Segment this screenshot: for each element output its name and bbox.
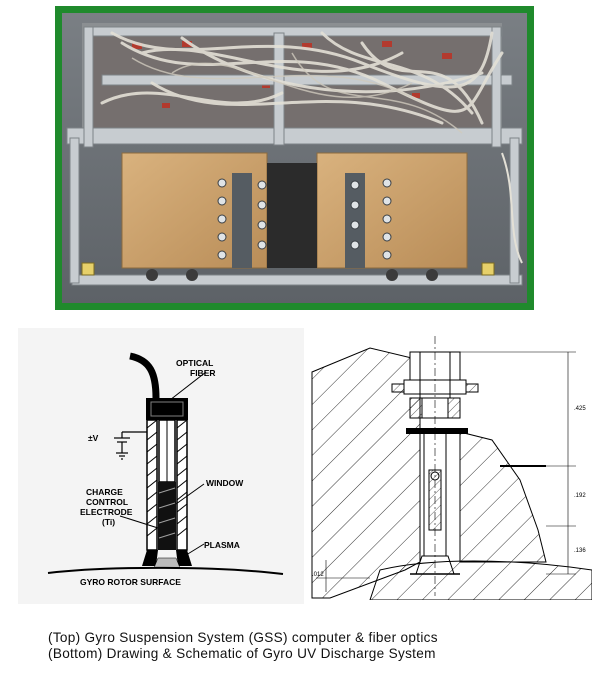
label-voltage: ±V (88, 433, 99, 443)
window-section (158, 482, 176, 550)
label-plasma: PLASMA (204, 540, 240, 550)
dim-136: .136 (574, 548, 586, 554)
fiber-cap (146, 398, 188, 420)
label-charge: CHARGE (86, 487, 123, 497)
label-optical: OPTICAL (176, 358, 213, 368)
gss-computer-photo (62, 13, 527, 303)
dim-012: .012 (312, 572, 324, 578)
label-fiber: FIBER (190, 368, 216, 378)
label-ti: (Ti) (102, 517, 115, 527)
optical-fiber (129, 352, 160, 399)
caption-line-top: (Top) Gyro Suspension System (GSS) compu… (48, 630, 438, 645)
dim-425: .425 (574, 406, 586, 412)
gss-photo-frame (55, 6, 534, 310)
uv-discharge-drawing-svg: OPTICAL FIBER ±V WINDOW CHARGE CONTROL E… (47, 352, 284, 587)
label-rotor-surface: GYRO ROTOR SURFACE (80, 577, 181, 587)
housing-right (459, 431, 547, 563)
voltage-source (114, 431, 147, 460)
uv-discharge-schematic-svg: .425 .192 .136 .012 (311, 336, 593, 601)
nozzle (142, 550, 192, 566)
label-electrode: ELECTRODE (80, 507, 133, 517)
label-control: CONTROL (86, 497, 128, 507)
rotor-section (369, 560, 593, 601)
plasma (153, 557, 181, 569)
rotor-surface (47, 566, 284, 575)
figure-caption: (Top) Gyro Suspension System (GSS) compu… (48, 630, 588, 662)
uv-discharge-schematic: .425 .192 .136 .012 (310, 330, 593, 601)
dim-192: .192 (574, 493, 586, 499)
caption-line-bottom: (Bottom) Drawing & Schematic of Gyro UV … (48, 646, 436, 661)
uv-discharge-drawing: OPTICAL FIBER ±V WINDOW CHARGE CONTROL E… (18, 328, 304, 604)
label-window: WINDOW (206, 478, 244, 488)
